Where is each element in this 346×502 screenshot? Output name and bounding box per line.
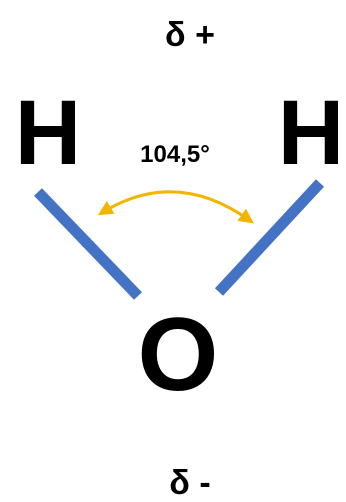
partial-negative-charge: δ - bbox=[169, 464, 210, 502]
hydrogen-left-atom: H bbox=[15, 82, 81, 184]
hydrogen-right-atom: H bbox=[278, 82, 344, 184]
bond-left bbox=[34, 188, 142, 300]
bond-right bbox=[214, 179, 325, 296]
bond-angle-arrow bbox=[97, 190, 254, 224]
bond-angle-label: 104,5° bbox=[140, 141, 210, 168]
partial-positive-charge: δ + bbox=[165, 16, 215, 54]
oxygen-atom: O bbox=[138, 297, 219, 413]
